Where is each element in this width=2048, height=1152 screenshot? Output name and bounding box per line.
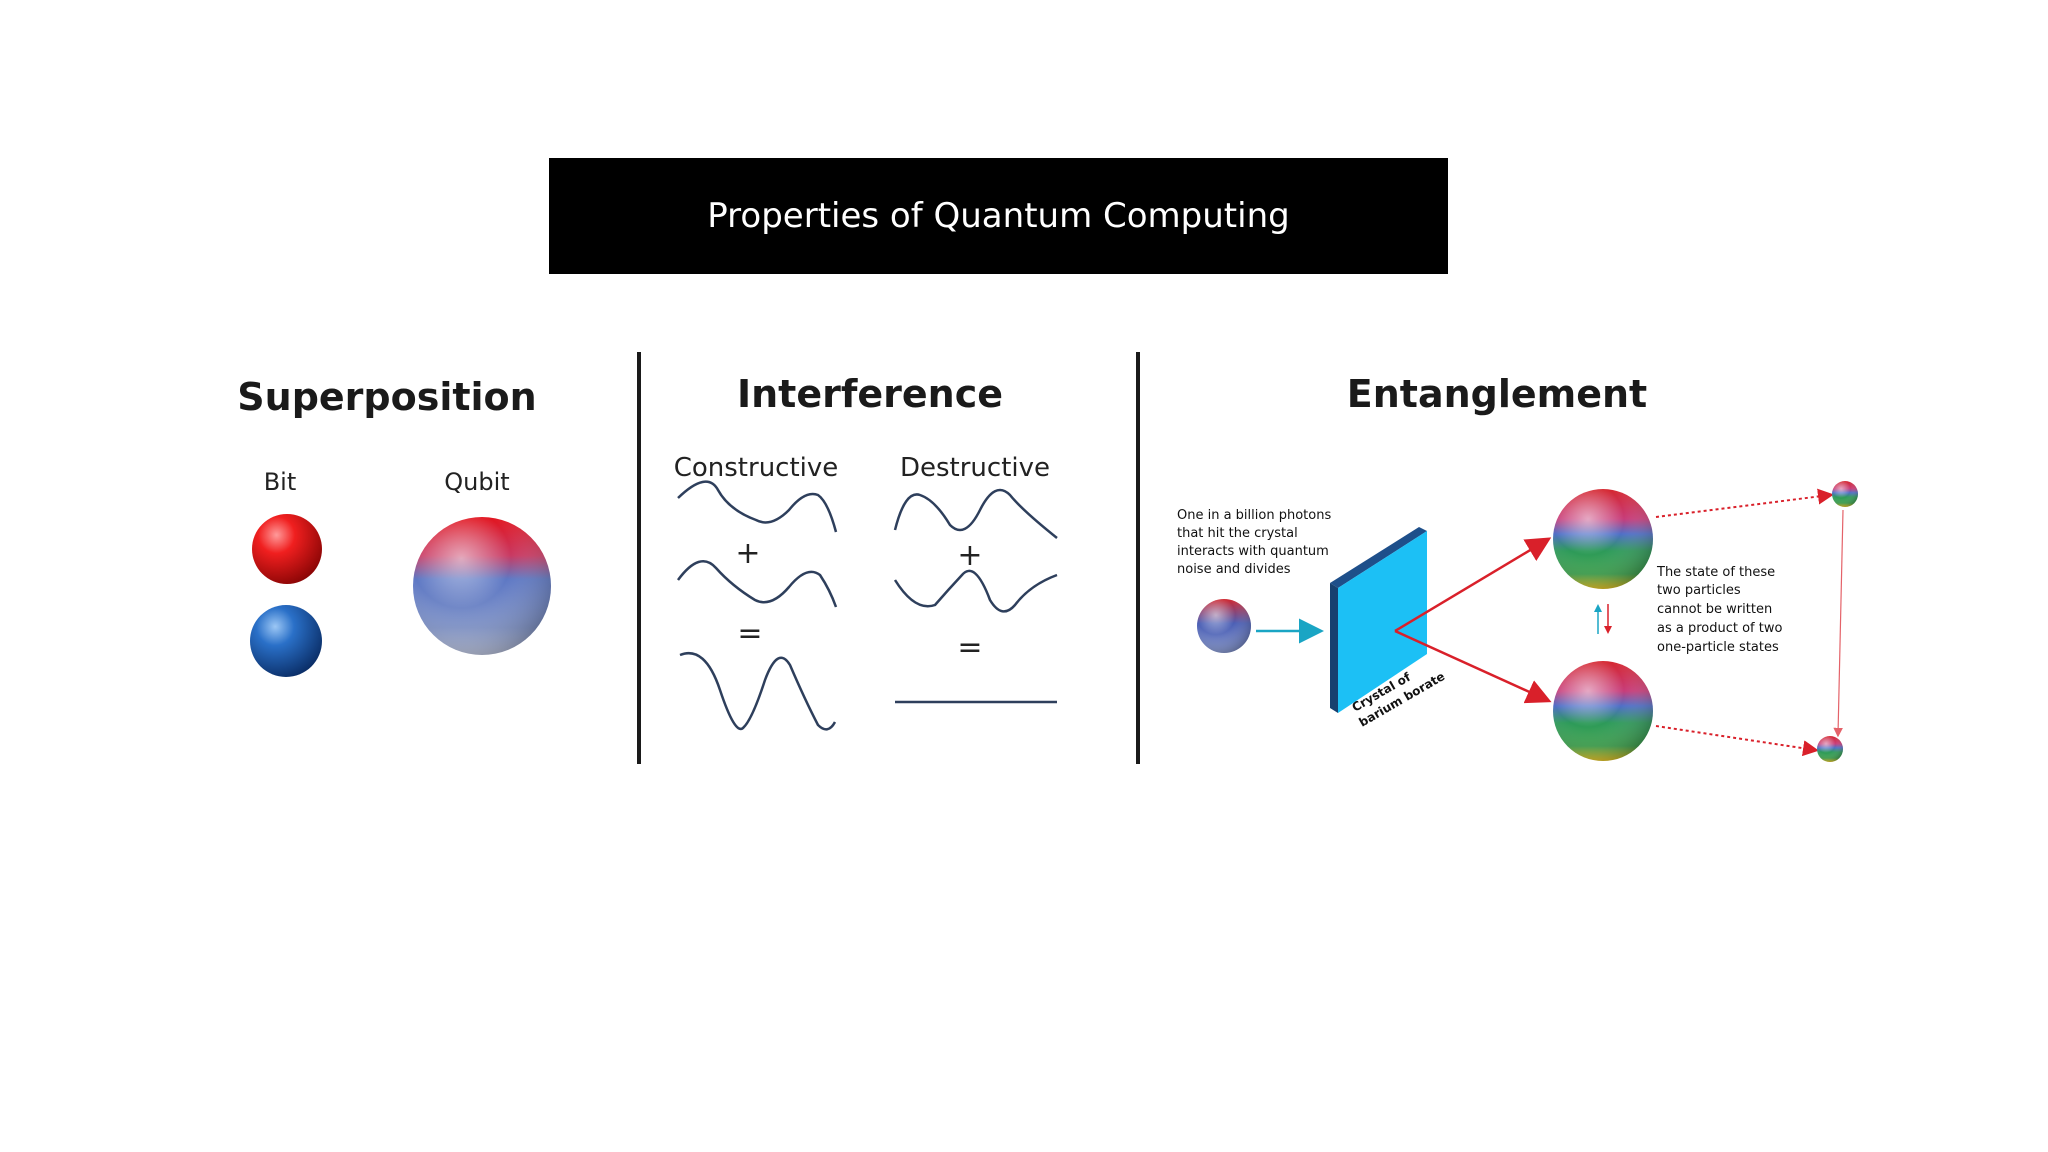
constructive-equals: =	[737, 616, 762, 651]
destructive-plus: +	[957, 538, 982, 573]
state-note-line-3: cannot be written	[1657, 602, 1772, 617]
distant-particle-top	[1832, 481, 1858, 507]
photon-note-line-3: interacts with quantum	[1177, 544, 1329, 559]
photon-note: One in a billion photons that hit the cr…	[1177, 508, 1331, 577]
distant-particle-bottom	[1817, 736, 1843, 762]
barium-borate-crystal	[1330, 527, 1427, 713]
state-note-line-2: two particles	[1657, 583, 1741, 598]
photon-note-line-1: One in a billion photons	[1177, 508, 1331, 523]
dotted-path-bottom	[1655, 725, 1819, 757]
split-arrow-down	[1394, 629, 1552, 704]
constructive-plus: +	[735, 536, 760, 571]
slide-title: Properties of Quantum Computing	[707, 196, 1290, 236]
destructive-wave-2	[893, 569, 1058, 613]
incoming-photon-sphere	[1197, 599, 1251, 653]
superposition-heading: Superposition	[237, 375, 536, 419]
constructive-wave-sum	[679, 652, 837, 731]
bit-label: Bit	[264, 468, 297, 496]
photon-note-line-4: noise and divides	[1177, 562, 1291, 577]
spin-correlation-icon	[1594, 604, 1612, 634]
distant-link-line	[1833, 509, 1844, 738]
constructive-wave-2	[676, 560, 838, 608]
dotted-path-top	[1655, 488, 1834, 518]
qubit-sphere	[413, 517, 551, 655]
destructive-label: Destructive	[900, 453, 1050, 483]
entangled-particle-bottom	[1553, 661, 1653, 761]
qubit-label: Qubit	[444, 468, 509, 496]
state-note: The state of these two particles cannot …	[1656, 565, 1782, 655]
state-note-line-5: one-particle states	[1657, 640, 1779, 655]
slide-title-bar: Properties of Quantum Computing	[549, 158, 1448, 274]
constructive-label: Constructive	[674, 453, 839, 483]
state-note-line-4: as a product of two	[1657, 621, 1782, 636]
state-note-line-1: The state of these	[1656, 565, 1775, 580]
superposition-section: Superposition Bit Qubit	[237, 375, 551, 677]
entangled-particle-top	[1553, 489, 1653, 589]
split-arrow-up	[1394, 537, 1552, 633]
entanglement-section: Entanglement One in a billion photons th…	[1177, 372, 1858, 762]
destructive-wave-1	[893, 488, 1058, 539]
photon-note-line-2: that hit the crystal	[1177, 526, 1298, 541]
interference-section: Interference Constructive Destructive + …	[674, 372, 1058, 731]
constructive-wave-1	[677, 480, 838, 533]
entanglement-heading: Entanglement	[1347, 372, 1647, 416]
destructive-equals: =	[957, 630, 982, 665]
interference-heading: Interference	[737, 372, 1003, 416]
bit-zero-sphere	[252, 514, 322, 584]
bit-one-sphere	[250, 605, 322, 677]
